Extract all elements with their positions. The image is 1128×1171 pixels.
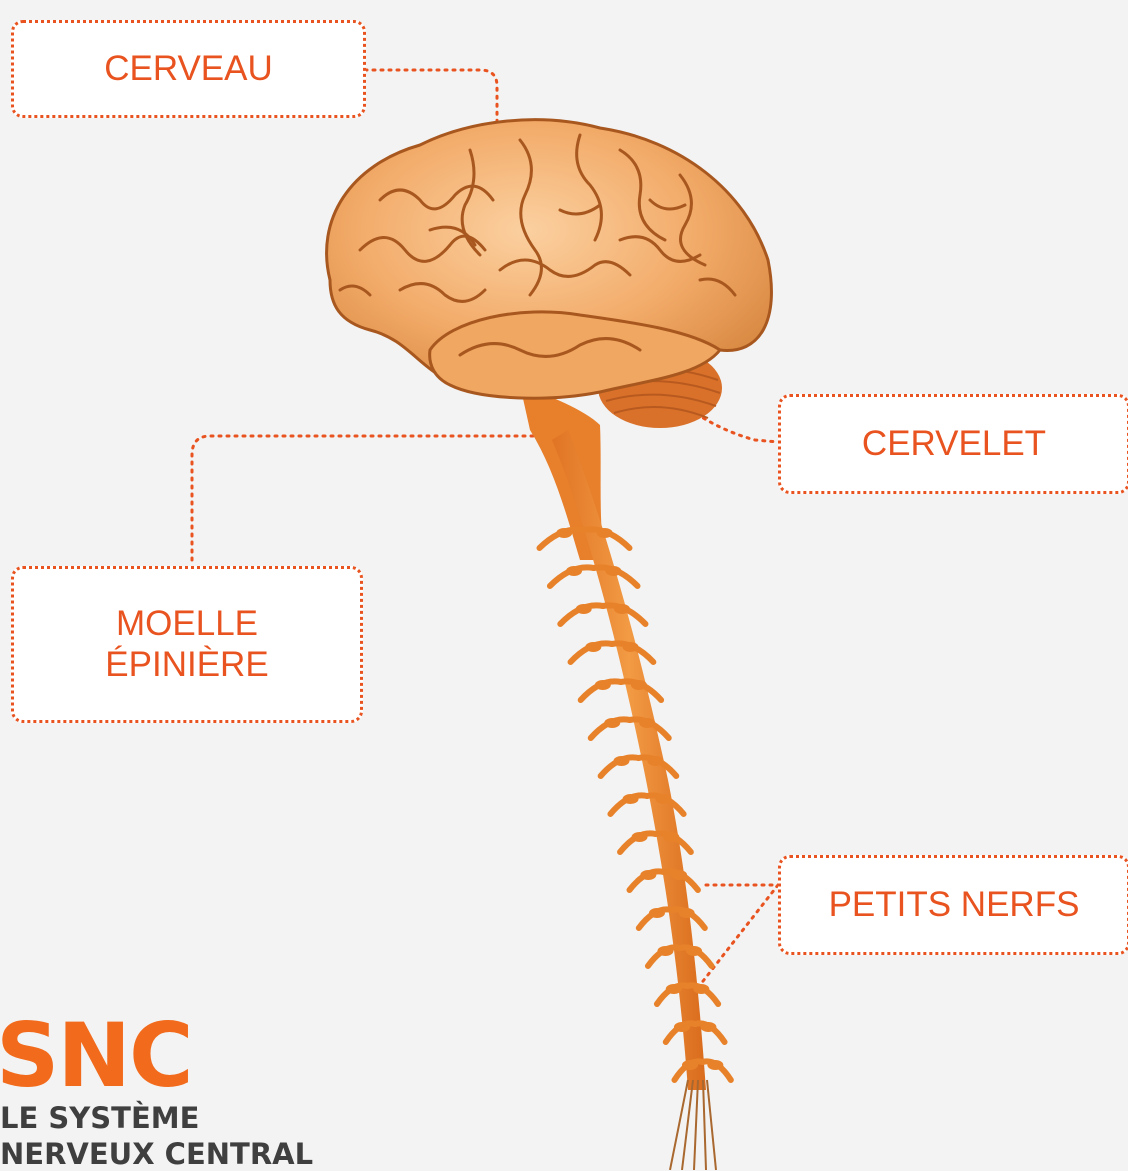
spinal-cord: [520, 385, 731, 1170]
cerebrum: [327, 120, 772, 398]
nerfs-leader-2: [700, 885, 778, 985]
nerve-ganglion-right: [631, 680, 647, 690]
nerve-ganglion-left: [576, 604, 592, 614]
nerve-ganglion-left: [632, 832, 648, 842]
nerve-ganglion-right: [671, 870, 687, 880]
nerve-ganglion-right: [623, 642, 639, 652]
nerve-ganglion-left: [640, 870, 656, 880]
subtitle-line-1: LE SYSTÈME: [0, 1104, 199, 1133]
nerve-ganglion-right: [700, 1022, 716, 1032]
nerve-ganglion-left: [682, 1060, 698, 1070]
nerve-ganglion-left: [604, 718, 620, 728]
nerve-ganglion-left: [585, 642, 601, 652]
nerve-ganglion-right: [707, 1060, 723, 1070]
cervelet-label: CERVELET: [862, 424, 1046, 464]
subtitle-line-2: NERVEUX CENTRAL: [0, 1140, 313, 1169]
petits-nerfs-label-box: PETITS NERFS: [778, 855, 1128, 955]
nerve-ganglion-right: [605, 566, 621, 576]
nerve-ganglion-right: [679, 908, 695, 918]
cerveau-label: CERVEAU: [104, 49, 273, 89]
nerve-ganglion-right: [597, 528, 613, 538]
nerve-ganglion-right: [639, 718, 655, 728]
nerve-ganglion-right: [663, 832, 679, 842]
moelle-leader: [192, 436, 565, 565]
cerveau-label-box: CERVEAU: [11, 20, 366, 118]
nerve-ganglion-left: [556, 528, 572, 538]
nerve-ganglion-left: [649, 908, 665, 918]
cauda-equina: [670, 1080, 716, 1170]
moelle-epiniere-label-line2: ÉPINIÈRE: [105, 645, 268, 685]
nerve-ganglion-right: [614, 604, 630, 614]
petits-nerfs-label: PETITS NERFS: [829, 885, 1080, 925]
moelle-epiniere-label-box: MOELLE ÉPINIÈRE: [11, 566, 363, 723]
cervelet-label-box: CERVELET: [778, 394, 1128, 494]
nerve-branches: [539, 528, 730, 1080]
nerve-ganglion-left: [657, 946, 673, 956]
nerve-ganglion-right: [655, 794, 671, 804]
nerve-ganglion-right: [686, 946, 702, 956]
nerve-ganglion-right: [693, 984, 709, 994]
nerve-ganglion-left: [623, 794, 639, 804]
nerve-ganglion-left: [595, 680, 611, 690]
snc-acronym: SNC: [0, 1012, 192, 1100]
nerve-ganglion-left: [566, 566, 582, 576]
nerve-ganglion-left: [674, 1022, 690, 1032]
nerve-ganglion-right: [647, 756, 663, 766]
nerve-ganglion-left: [666, 984, 682, 994]
moelle-epiniere-label-line1: MOELLE: [116, 604, 258, 644]
nerve-ganglion-left: [613, 756, 629, 766]
